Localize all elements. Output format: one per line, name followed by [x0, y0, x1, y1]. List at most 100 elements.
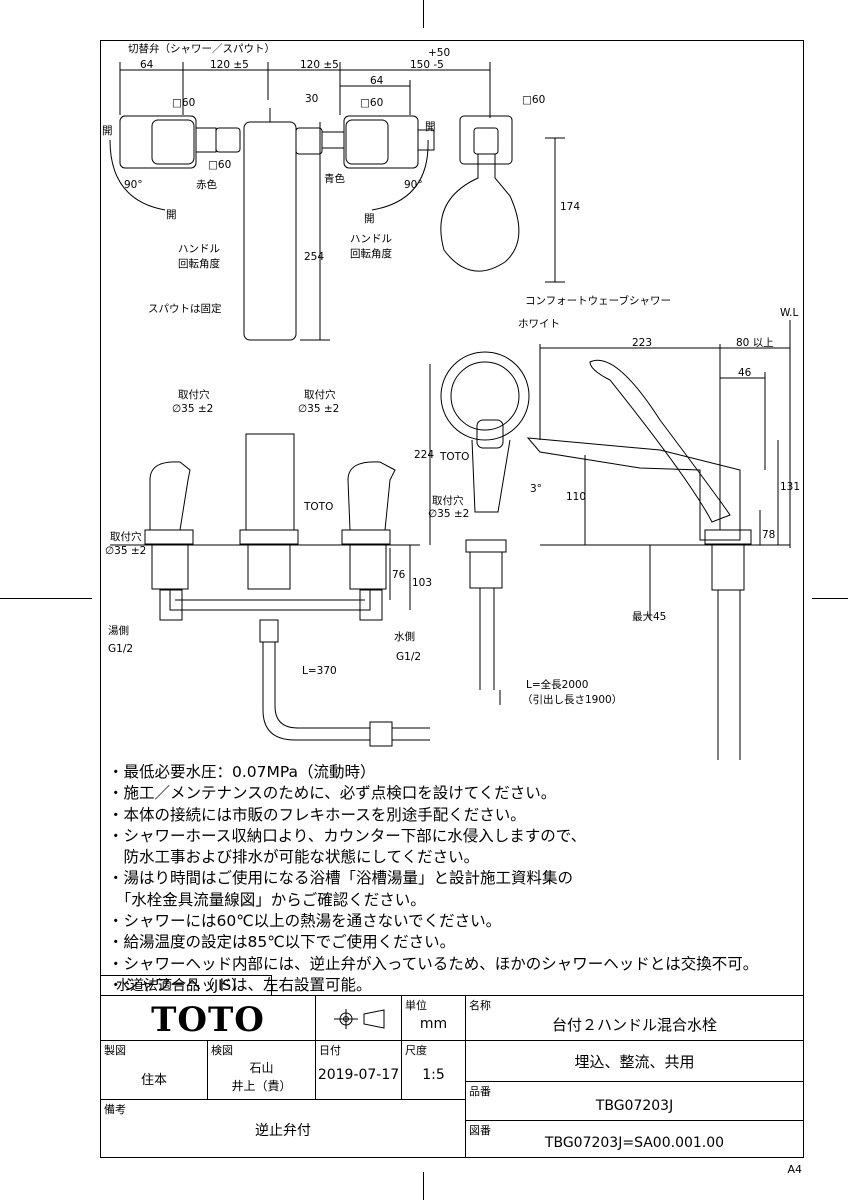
dim-80: 80 以上 [736, 337, 774, 349]
product-name: 台付２ハンドル混合水栓 [551, 1016, 717, 1034]
note-item: ・湯はり時間はご使用になる浴槽「浴槽湯量」と設計施工資料集の [108, 869, 574, 888]
crop-mark-top [423, 0, 424, 28]
notes-list: ・最低必要水圧：0.07MPa（流動時） ・施工／メンテナンスのために、必ず点検… [108, 762, 798, 996]
dim-46: 46 [738, 367, 752, 379]
projection-cell [315, 995, 402, 1041]
date-cell: 日付 2019-07-17 [315, 1040, 402, 1100]
dim-64: 64 [140, 59, 154, 71]
white-label: ホワイト [518, 318, 560, 330]
dim-224: 224 [414, 449, 434, 461]
date-label: 日付 [319, 1044, 341, 1057]
handle-angle-2a: ハンドル [350, 233, 392, 245]
hole-dia-2: ∅35 ±2 [298, 403, 339, 415]
open-label-1: 開 [102, 125, 113, 137]
checked-by-1: 石山 [249, 1061, 274, 1075]
dim-30: 30 [305, 93, 318, 105]
check-label: 検図 [211, 1044, 233, 1057]
mount-hole-1: 取付穴 [178, 388, 210, 401]
unit-value: mm [419, 1016, 448, 1032]
mount-hole-3: 取付穴 [110, 530, 142, 543]
remarks-label: 備考 [104, 1103, 126, 1116]
dim-150: 150 -5 [410, 59, 444, 71]
max45-label: 最大45 [632, 610, 666, 623]
toto-mark-1: TOTO [303, 501, 333, 513]
third-angle-projection-icon [334, 1009, 385, 1029]
note-item: ・シャワーには60℃以上の熱湯を通さないでください。 [108, 912, 502, 931]
remarks-value: 逆止弁付 [255, 1123, 311, 1139]
cold-side-label: 水側 [394, 630, 415, 643]
checked-by-2: 井上（貴） [231, 1079, 292, 1093]
handle-angle-1a: ハンドル [178, 243, 220, 255]
note-item: 防水工事および排水が可能な状態にしてください。 [108, 848, 480, 867]
logo-cell: TOTO [100, 995, 316, 1041]
dim-plus50: +50 [428, 47, 450, 59]
check-cell: 検図 石山 井上（貴） [207, 1040, 316, 1100]
angle-90-2: 90° [404, 179, 423, 191]
note-item: ・施工／メンテナンスのために、必ず点検口を設けてください。 [108, 784, 557, 803]
part-number: TBG07203J [595, 1098, 674, 1114]
dim-131: 131 [780, 481, 800, 493]
scale-label: 尺度 [405, 1044, 427, 1057]
handle-angle-2b: 回転角度 [350, 247, 392, 260]
unit-cell: 単位 mm [401, 995, 466, 1041]
scale-cell: 尺度 1:5 [401, 1040, 466, 1100]
technical-drawing: 切替弁（シャワー／スパウト） 64 120 ±5 120 ±5 150 -5 +… [102, 42, 800, 760]
note-item: ・シャワーヘッドは、左右設置可能。 [108, 975, 372, 994]
hose-length-1: L=全長2000 [526, 678, 588, 691]
hot-side-label: 湯側 [108, 624, 129, 637]
scale-value: 1:5 [422, 1067, 445, 1083]
dim-76: 76 [392, 569, 406, 581]
drawn-label: 製図 [104, 1044, 126, 1057]
note-item: ・最低必要水圧：0.07MPa（流動時） [108, 763, 376, 781]
dim-64-right: 64 [370, 75, 384, 87]
blue-label: 青色 [324, 172, 345, 185]
spout-fixed-label: スパウトは固定 [148, 302, 222, 315]
l370-label: L=370 [302, 665, 337, 677]
dim-110: 110 [566, 491, 586, 503]
title-block: TOTO 単位 mm 名称 台付２ハンドル混合水栓 製図 住本 検図 石山 井上… [100, 995, 804, 1158]
note-item: ・本体の接続には市販のフレキホースを別途手配ください。 [108, 805, 526, 824]
handle-angle-1b: 回転角度 [178, 257, 220, 270]
g12-left: G1/2 [108, 643, 133, 655]
name2-cell: 埋込、整流、共用 [465, 1040, 804, 1082]
square-60-4: □60 [208, 159, 231, 171]
note-item: ・シャワーヘッド内部には、逆止弁が入っているため、ほかのシャワーヘッドとは交換不… [108, 954, 759, 973]
part-cell: 品番 TBG07203J [465, 1081, 804, 1121]
note-item: 「水栓金具流量線図」からご確認ください。 [108, 890, 426, 909]
dim-120-right: 120 ±5 [300, 59, 339, 71]
drawing-number: TBG07203J=SA00.001.00 [544, 1135, 725, 1151]
square-60-3: □60 [522, 94, 545, 106]
dim-78: 78 [762, 529, 775, 541]
red-label: 赤色 [196, 178, 217, 191]
unit-label: 単位 [405, 999, 427, 1012]
open-label-3: 開 [166, 209, 177, 221]
mount-hole-4: 取付穴 [432, 494, 464, 507]
dim-120-left: 120 ±5 [210, 59, 249, 71]
angle-3: 3° [530, 483, 542, 495]
square-60-1: □60 [172, 97, 195, 109]
switch-valve-label: 切替弁（シャワー／スパウト） [128, 42, 275, 55]
dwg-cell: 図番 TBG07203J=SA00.001.00 [465, 1120, 804, 1158]
hole-dia-1: ∅35 ±2 [172, 403, 213, 415]
toto-logo: TOTO [151, 1000, 265, 1040]
crop-mark-bottom [423, 1172, 424, 1200]
name-cell: 名称 台付２ハンドル混合水栓 [465, 995, 804, 1041]
comfort-wave-label: コンフォートウェーブシャワー [525, 294, 671, 307]
crop-mark-left [0, 598, 92, 599]
square-60-2: □60 [360, 97, 383, 109]
drawn-cell: 製図 住本 [100, 1040, 208, 1100]
jis-label: 水道法適合品（JIS） [100, 975, 272, 995]
toto-mark-2: TOTO [439, 451, 469, 463]
part-label: 品番 [469, 1085, 491, 1098]
dim-103: 103 [412, 577, 432, 589]
remarks-cell: 備考 逆止弁付 [100, 1099, 466, 1158]
hole-dia-4: ∅35 ±2 [428, 508, 469, 520]
paper-size: A4 [787, 1163, 802, 1176]
angle-90-1: 90° [124, 179, 143, 191]
dim-254: 254 [304, 251, 324, 263]
dwg-label: 図番 [469, 1124, 491, 1137]
date-value: 2019-07-17 [317, 1067, 400, 1083]
crop-mark-right [812, 598, 848, 599]
note-item: ・シャワーホース収納口より、カウンター下部に水侵入しますので、 [108, 826, 587, 845]
mount-hole-2: 取付穴 [304, 388, 336, 401]
